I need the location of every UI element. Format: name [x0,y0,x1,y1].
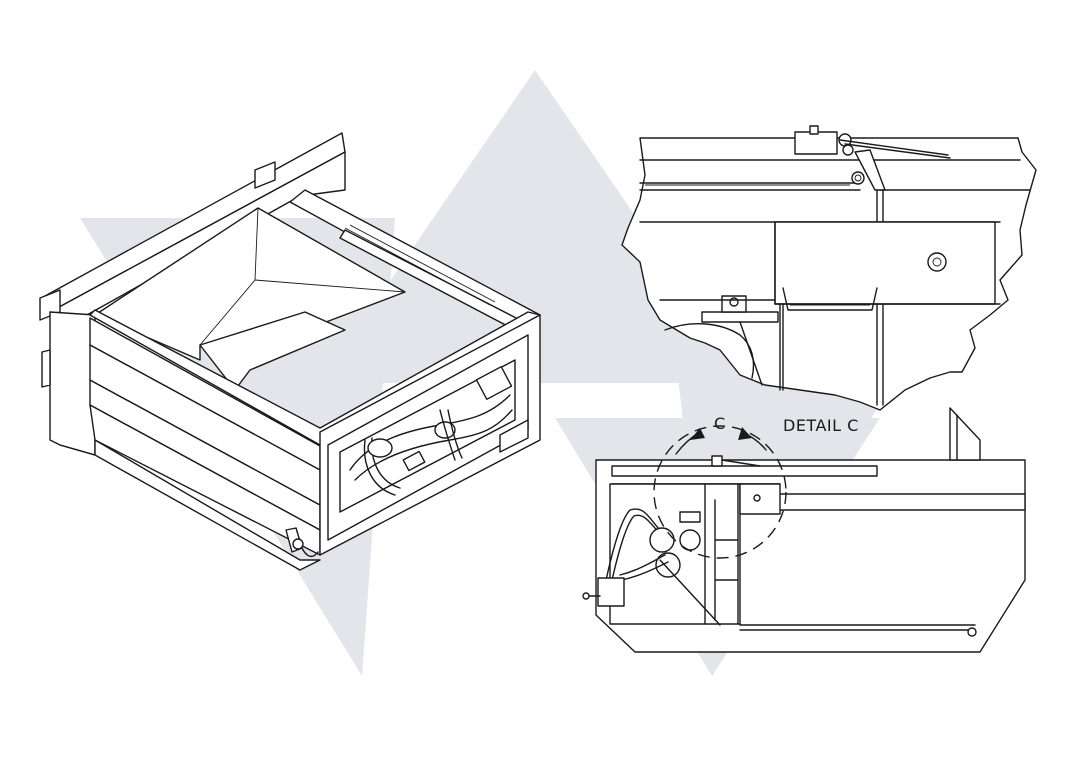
detail-c-enlarged-view [621,125,1037,411]
side-elevation-view [582,407,1026,653]
detail-title: DETAIL C [783,416,859,435]
hopper-isometric-view [39,132,541,571]
detail-callout-letter: C [714,414,726,433]
